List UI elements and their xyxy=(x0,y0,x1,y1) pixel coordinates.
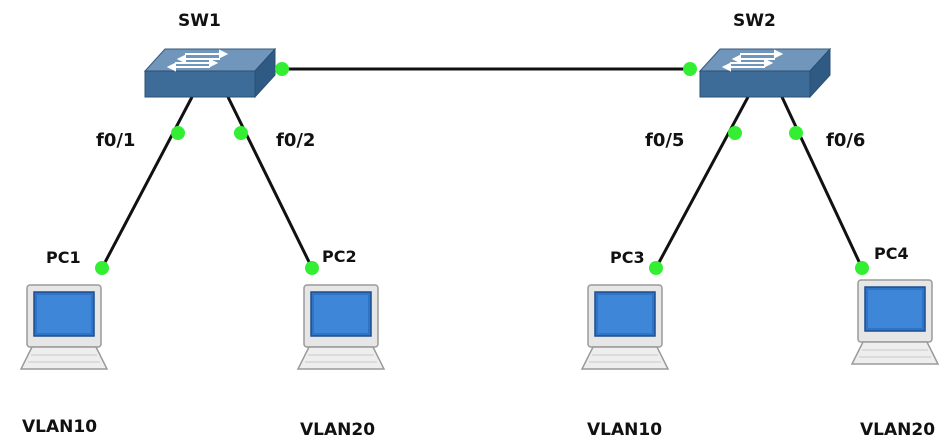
pc-icon xyxy=(581,284,669,370)
port-indicator xyxy=(171,126,185,140)
pc-label: PC1 xyxy=(46,248,81,267)
vlan-label: VLAN10 xyxy=(587,420,662,440)
port-indicator xyxy=(234,126,248,140)
port-label-f0-2: f0/2 xyxy=(276,130,315,151)
switch-icon xyxy=(144,48,276,98)
port-indicator xyxy=(683,62,697,76)
port-indicator xyxy=(789,126,803,140)
port-indicator xyxy=(649,261,663,275)
switch-sw1[interactable]: SW1 xyxy=(144,11,276,98)
link-sw1-pc2 xyxy=(226,96,314,269)
port-label-f0-5: f0/5 xyxy=(645,130,684,151)
port-label-f0-6: f0/6 xyxy=(826,130,865,151)
port-indicators xyxy=(95,62,869,275)
pc-label: PC3 xyxy=(610,248,645,267)
link-sw2-pc3 xyxy=(654,96,750,269)
pc-pc1[interactable]: PC1 VLAN10 xyxy=(20,248,108,437)
pc-pc2[interactable]: PC2 VLAN20 xyxy=(297,247,385,440)
pc-pc4[interactable]: PC4 VLAN20 xyxy=(851,244,939,440)
port-indicator xyxy=(305,261,319,275)
pc-icon xyxy=(297,284,385,370)
vlan-label: VLAN10 xyxy=(22,417,97,437)
link-sw2-pc4 xyxy=(780,96,864,269)
pc-icon xyxy=(20,284,108,370)
port-indicator xyxy=(855,261,869,275)
port-indicator xyxy=(275,62,289,76)
links xyxy=(100,67,864,269)
pc-pc3[interactable]: PC3 VLAN10 xyxy=(581,248,669,440)
switch-sw2[interactable]: SW2 xyxy=(699,11,831,98)
vlan-label: VLAN20 xyxy=(860,420,935,440)
pc-icon xyxy=(851,279,939,365)
port-indicator xyxy=(728,126,742,140)
port-indicator xyxy=(95,261,109,275)
pc-label: PC4 xyxy=(874,244,909,263)
port-label-f0-1: f0/1 xyxy=(96,130,135,151)
pc-label: PC2 xyxy=(322,247,357,266)
switch-label: SW2 xyxy=(733,11,776,31)
switch-label: SW1 xyxy=(178,11,221,31)
switch-icon xyxy=(699,48,831,98)
vlan-label: VLAN20 xyxy=(300,420,375,440)
link-sw1-pc1 xyxy=(100,96,194,269)
